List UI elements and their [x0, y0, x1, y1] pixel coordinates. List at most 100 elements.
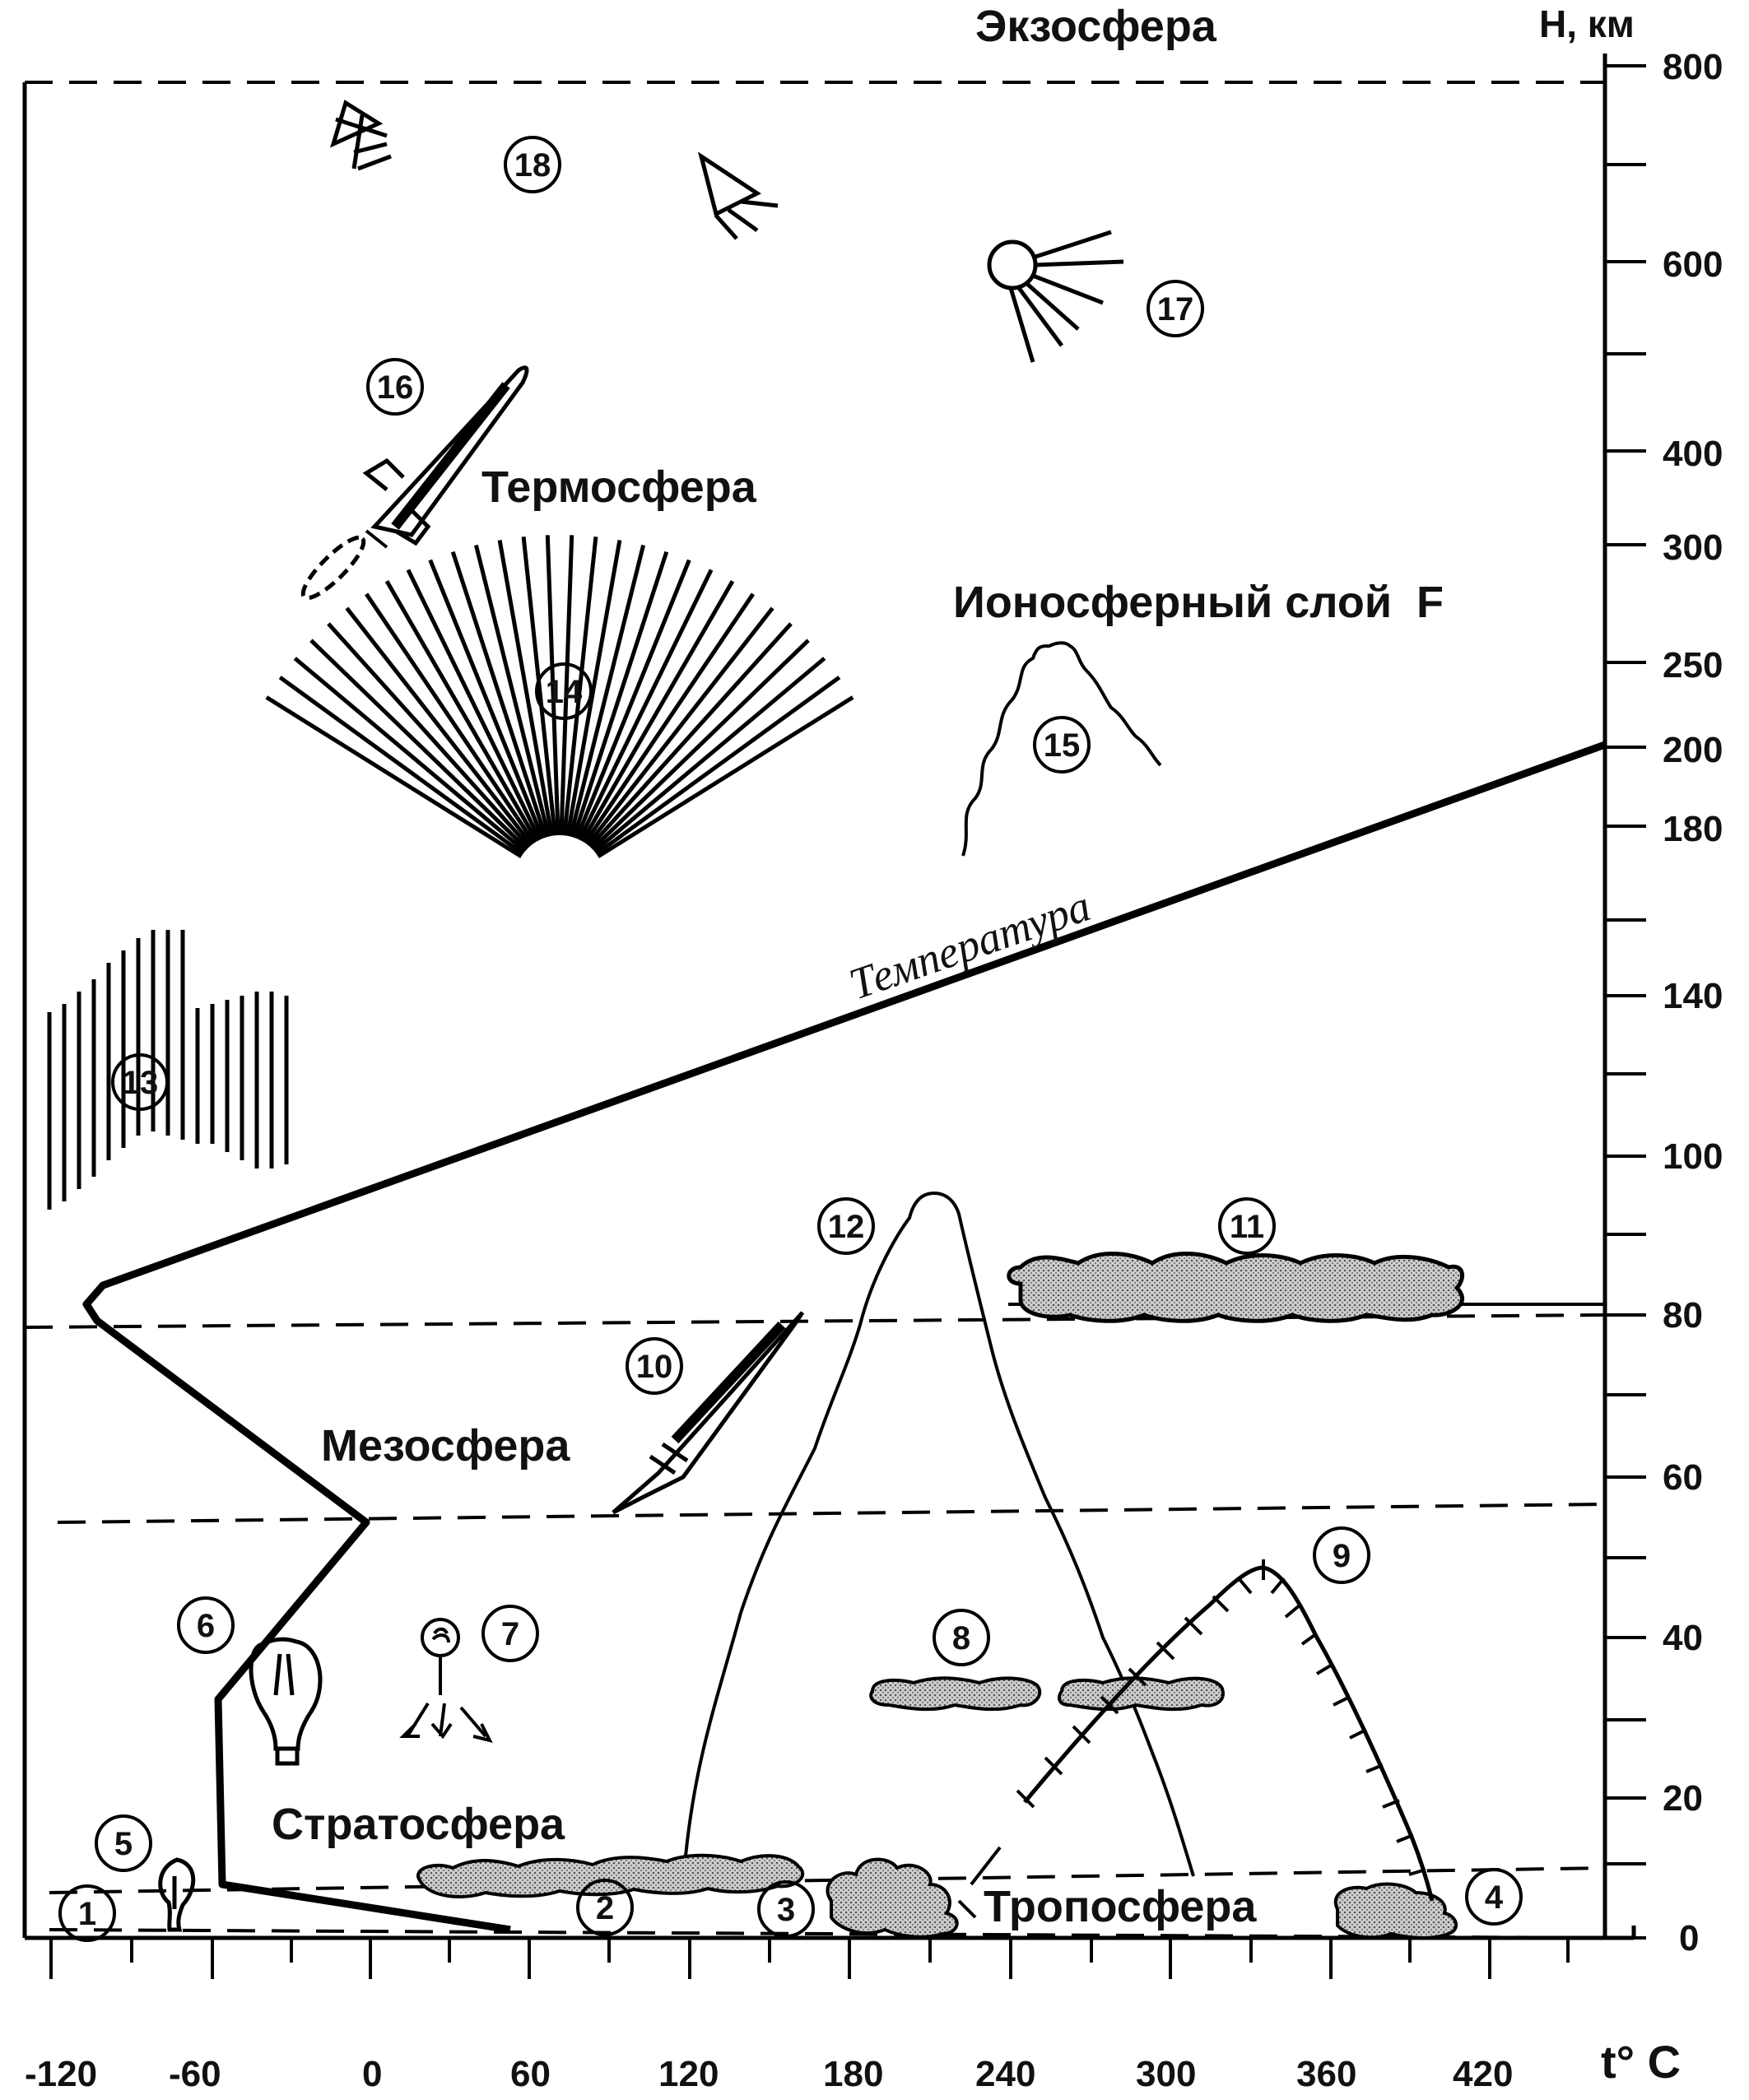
rocket-10-icon	[612, 1311, 805, 1515]
x-tick-420: 420	[1453, 2054, 1513, 2094]
ionosphere-layer-15	[961, 641, 1162, 857]
balloon-6-icon	[249, 1637, 323, 1766]
marker-5-circle	[95, 1814, 152, 1872]
diagram-frame	[22, 82, 1636, 1940]
fan-ray	[309, 639, 529, 851]
y-tick-100: 100	[1663, 1136, 1723, 1177]
x-tick-300: 300	[1136, 2054, 1196, 2094]
y-tick-40: 40	[1663, 1618, 1703, 1658]
troposphere-label: Тропосфера	[984, 1882, 1257, 1931]
satellite-18a-icon	[330, 100, 392, 171]
y-axis-title: Н, км	[1539, 2, 1635, 45]
marker-14: 14	[546, 674, 583, 710]
fan-ray	[545, 535, 561, 836]
y-tick-60: 60	[1663, 1457, 1703, 1498]
height-axis-labels: Н, км 800 600 400 300 250 200 180 140 10…	[1539, 2, 1723, 1958]
fan-ray	[365, 592, 537, 844]
x-tick-0: 0	[362, 2054, 382, 2094]
y-tick-180: 180	[1663, 809, 1723, 849]
marker-15-circle	[1033, 716, 1091, 774]
fan-ray	[568, 544, 646, 838]
marker-14-circle	[535, 662, 593, 720]
fan-ray	[559, 535, 574, 836]
marker-1: 1	[78, 1896, 96, 1932]
ionosphere-label: Ионосферный слой F	[953, 578, 1444, 627]
fan-ray	[588, 622, 793, 848]
balloon-5-icon	[158, 1857, 196, 1932]
height-axis	[1602, 53, 1646, 1940]
marker-18: 18	[514, 147, 551, 184]
fan-ray	[497, 539, 554, 837]
marker-3: 3	[777, 1892, 795, 1928]
thermosphere-label: Термосфера	[481, 462, 757, 512]
y-tick-250: 250	[1663, 645, 1723, 685]
fan-ray	[345, 606, 534, 847]
cloud-2	[416, 1853, 805, 1898]
marker-17-circle	[1147, 280, 1204, 337]
fan-ray	[265, 695, 523, 859]
x-axis-title: t° C	[1601, 2036, 1681, 2088]
numbered-marker-labels: 1 2 3 4 5 6 7 8 9 10 11 12 13 14 15 16 1…	[78, 147, 1504, 1932]
boundary-ground	[49, 1928, 1606, 1940]
y-tick-80: 80	[1663, 1295, 1703, 1336]
marker-7: 7	[501, 1616, 519, 1652]
y-tick-600: 600	[1663, 244, 1723, 285]
marker-9-circle	[1313, 1526, 1370, 1584]
stratosphere-label: Стратосфера	[272, 1800, 565, 1849]
rocket-16-icon	[300, 365, 529, 601]
fan-ray	[521, 537, 557, 836]
trajectory-9	[1023, 1565, 1435, 1902]
marker-12: 12	[828, 1209, 865, 1245]
marker-12-circle	[817, 1197, 875, 1255]
y-tick-140: 140	[1663, 976, 1723, 1016]
y-tick-0: 0	[1679, 1918, 1699, 1958]
fan-ray	[428, 559, 545, 839]
y-tick-400: 400	[1663, 434, 1723, 474]
aurora-fan-14	[265, 535, 854, 859]
marker-4-circle	[1465, 1868, 1523, 1926]
y-tick-300: 300	[1663, 527, 1723, 568]
marker-5: 5	[114, 1826, 133, 1862]
fan-ray	[585, 606, 774, 847]
marker-15: 15	[1044, 727, 1081, 764]
marker-13-circle	[111, 1053, 169, 1111]
marker-16-circle	[366, 358, 424, 416]
mountain-12	[681, 1191, 1195, 1885]
fan-ray	[590, 639, 810, 851]
marker-2: 2	[596, 1890, 614, 1926]
marker-9: 9	[1333, 1538, 1351, 1574]
temperature-axis	[49, 1938, 1570, 1979]
x-tick-m120: -120	[25, 2054, 97, 2094]
temperature-axis-labels: -120 -60 0 60 120 180 240 300 360 420 t°…	[25, 2036, 1681, 2094]
y-tick-800: 800	[1663, 47, 1723, 87]
y-tick-20: 20	[1663, 1778, 1703, 1819]
marker-7-circle	[481, 1605, 539, 1662]
fan-ray	[574, 559, 691, 839]
fan-ray	[577, 569, 714, 841]
y-tick-200: 200	[1663, 730, 1723, 770]
x-tick-360: 360	[1296, 2054, 1356, 2094]
fan-ray	[450, 551, 548, 839]
fan-ray	[595, 676, 841, 856]
layer-boundaries	[24, 81, 1606, 1940]
x-tick-m60: -60	[169, 2054, 221, 2094]
marker-1-circle	[58, 1884, 116, 1942]
fan-ray	[571, 551, 669, 839]
fan-ray	[597, 695, 854, 859]
marker-17: 17	[1157, 291, 1194, 328]
numbered-markers	[58, 136, 1523, 1942]
fan-ray	[327, 622, 532, 848]
mesosphere-label: Мезосфера	[321, 1421, 570, 1470]
fan-ray	[562, 537, 598, 836]
marker-16: 16	[377, 369, 414, 406]
boundary-tropopause	[49, 1866, 1606, 1894]
marker-3-circle	[757, 1880, 815, 1938]
marker-8-circle	[933, 1609, 990, 1666]
x-tick-60: 60	[510, 2054, 551, 2094]
marker-11-circle	[1218, 1197, 1276, 1255]
marker-11: 11	[1230, 1209, 1264, 1245]
cloud-11	[1007, 1251, 1464, 1323]
fan-ray	[565, 539, 622, 837]
fan-ray	[580, 580, 735, 843]
